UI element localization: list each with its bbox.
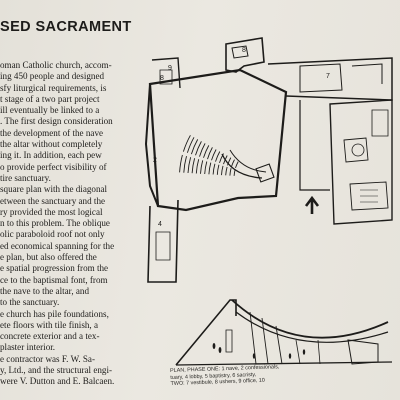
side-building [329,99,393,225]
pew-row [211,149,217,161]
pew-row [183,155,187,173]
pew-row [191,158,196,174]
body-line: concrete exterior and a tex- [0,331,100,342]
pew-row [182,135,191,152]
body-line: square plan with the diagonal [0,184,108,195]
building-section [175,299,393,366]
body-line: . The first design consideration [0,116,113,127]
pew-row [223,155,228,165]
body-line: y, Ltd., and the structural engi- [0,365,113,376]
article-body: oman Catholic church, accom-ing 450 peop… [0,60,150,388]
pew-row [219,153,224,164]
pew-row [215,151,221,162]
body-line: e church has pile foundations, [0,308,109,319]
pew-row [179,154,183,173]
body-line: sfy liturgical requirements, is [0,82,107,93]
body-line: olic paraboloid roof not only [0,229,105,240]
pew-row [227,157,232,166]
body-line: the nave to the altar, and [0,285,90,296]
label-room-b: 8 [160,75,164,82]
body-line: n to this problem. The oblique [0,218,110,229]
body-line: the altar without completely [0,139,103,150]
pew-row [221,165,224,176]
body-line: ry provided the most logical [0,206,103,217]
pew-row [195,159,200,174]
pew-row [231,159,235,167]
pew-row [208,162,212,175]
nave-wall [148,68,288,212]
pew-row [187,157,192,174]
pew-row [212,163,216,175]
pew-row [207,147,213,160]
body-line: ill eventually be linked to a [0,105,100,116]
pew-row [233,169,236,176]
body-line: ing 450 people and designed [0,71,105,82]
label-vestibule: 7 [326,73,330,80]
pew-row [190,139,199,155]
body-line: tire sanctuary. [0,172,51,183]
pew-row [186,137,195,153]
body-line: ing it. In addition, each pew [0,150,102,161]
label-confessionals: 2 [153,157,157,164]
confessional-block [144,83,159,207]
body-line: the development of the nave [0,127,104,138]
pew-row [229,167,232,176]
body-line: e plan, but also offered the [0,252,97,263]
pew-row [203,145,210,158]
pew-row [199,143,206,157]
label-room-c: 9 [168,65,172,72]
pews-group [179,135,239,176]
body-line: t stage of a two part project [0,93,100,104]
body-line: o provide perfect visibility of [0,161,107,172]
body-line: ed economical spanning for the [0,240,115,251]
pew-row [235,161,239,169]
pew-row [204,161,208,175]
label-room-a: 8 [242,47,246,54]
pew-row [200,160,204,174]
body-line: e spatial progression from the [0,263,109,274]
body-line: e contractor was F. W. Sa- [0,353,95,364]
body-line: ce to the baptismal font, from [0,274,108,285]
pew-row [195,141,202,156]
article-headline: SED SACRAMENT [0,19,132,35]
label-lobby: 4 [158,221,162,228]
body-line: to the sanctuary. [0,297,60,308]
pew-row [216,164,220,175]
body-line: were V. Dutton and E. Balcaen. [0,376,115,387]
entrance-block [225,37,265,73]
figures [212,343,306,359]
corridor [267,57,393,101]
body-line: etween the sanctuary and the [0,195,106,206]
north-arrow [304,195,320,214]
body-line: ete floors with tile finish, a [0,319,98,330]
lobby-wing [147,199,179,283]
pew-row [225,166,228,176]
body-line: oman Catholic church, accom- [0,60,112,70]
body-line: plaster interior. [0,342,56,353]
